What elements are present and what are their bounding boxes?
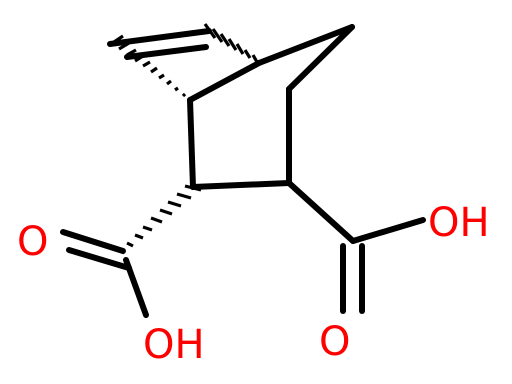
bond-double-outer <box>107 28 212 47</box>
bond-c-oh-right <box>350 217 426 244</box>
bond-double-inner <box>124 44 209 60</box>
bond-bridge-apex <box>256 24 355 66</box>
bond-c-oh-left <box>123 257 149 318</box>
atom-label-o-bottom-right: O <box>319 319 350 365</box>
bond-left-down <box>187 97 196 190</box>
bond-apex-right <box>286 24 355 92</box>
bond-lower-cross <box>190 180 292 190</box>
bond-right-carboxyl <box>286 180 356 244</box>
hashed-bond-lower-left <box>119 184 202 255</box>
atom-label-o-left: O <box>17 219 48 265</box>
hashed-bond-upper-left <box>110 34 187 98</box>
atom-label-oh-bottom-left: OH <box>143 322 205 368</box>
bond-co-left-a <box>60 229 126 254</box>
bond-bridge-left <box>187 60 262 103</box>
atom-label-oh-top-right: OH <box>428 200 490 246</box>
hashed-bond-upper-right <box>203 23 259 63</box>
bond-co-left-b <box>66 247 132 271</box>
